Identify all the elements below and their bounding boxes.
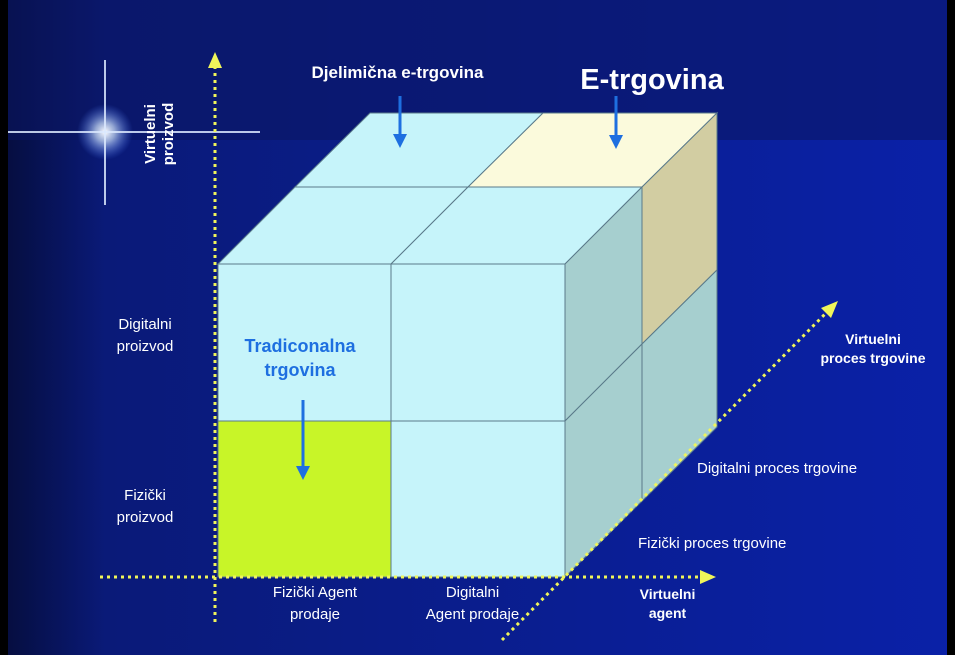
digital-agent-label: Digitalni Agent prodaje (425, 584, 520, 623)
down-arrow-icon (296, 400, 310, 480)
down-arrow-icon (609, 96, 623, 149)
left-border (0, 0, 8, 655)
right-border (947, 0, 955, 655)
ecommerce-label: E-trgovina (580, 64, 724, 96)
cube-front-bottom-right (390, 420, 566, 578)
partial-ecommerce-label: Djelimična e-trgovina (311, 63, 484, 82)
cube-side-bottom-back (641, 268, 718, 503)
down-arrow-icon (393, 96, 407, 148)
depth-axis-arrowhead (821, 301, 838, 318)
virtual-process-label: Virtuelni proces trgovine (820, 331, 926, 366)
traditional-commerce-label: Tradiconalna trgovina (244, 336, 356, 380)
virtual-product-label: Virtuelni proizvod (142, 102, 177, 166)
vertical-axis-arrowhead (208, 52, 222, 68)
physical-agent-label: Fizički Agent prodaje (272, 584, 358, 623)
physical-product-label: Fizički proizvod (116, 487, 174, 526)
digital-product-label: Digitalni proizvod (116, 316, 174, 355)
cube-front-top-left (217, 263, 392, 422)
physical-process-label: Fizički proces trgovine (638, 535, 787, 552)
cube-front-top-right (390, 263, 566, 422)
digital-process-label: Digitalni proces trgovine (697, 460, 858, 477)
virtual-agent-label: Virtuelni agent (639, 586, 696, 621)
horizontal-axis-arrowhead (700, 570, 716, 584)
sparkle-icon (8, 60, 260, 205)
